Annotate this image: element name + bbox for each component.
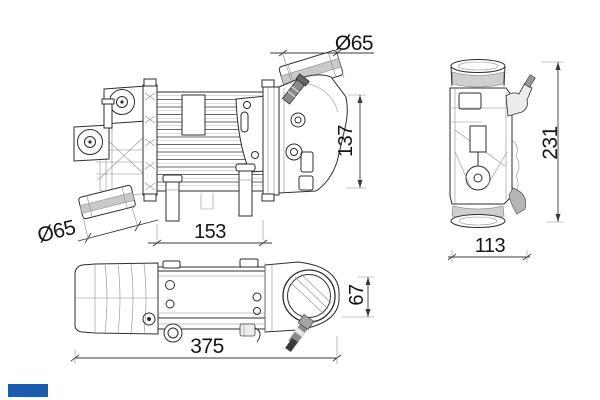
sensor-plug bbox=[285, 313, 315, 353]
bottom-view bbox=[74, 258, 340, 353]
core-header-right bbox=[261, 79, 280, 202]
dim-label-375: 375 bbox=[190, 335, 224, 358]
grommet bbox=[163, 323, 183, 343]
dim-height-67: 67 bbox=[342, 276, 374, 318]
dim-label-153: 153 bbox=[194, 221, 226, 243]
dim-height-137: 137 bbox=[335, 94, 366, 189]
brand-logo-bar bbox=[8, 384, 48, 397]
side-fitting-top bbox=[505, 74, 536, 117]
bottom-core bbox=[157, 258, 266, 330]
tank-top-fitting bbox=[281, 73, 310, 105]
dim-label-231: 231 bbox=[539, 126, 562, 160]
dim-height-231: 231 bbox=[539, 61, 564, 223]
dim-hose-diameter-top: Ø65 bbox=[270, 32, 374, 85]
dim-width-153: 153 bbox=[148, 220, 272, 247]
side-port-bottom bbox=[450, 205, 506, 228]
end-tank-right bbox=[278, 74, 348, 194]
dim-label-d65-bottom: Ø65 bbox=[35, 216, 78, 248]
front-pipe-stub-left bbox=[162, 174, 183, 222]
core-header-left bbox=[142, 78, 158, 202]
hose-connection-bottom bbox=[78, 184, 136, 220]
side-bracket-hook bbox=[508, 187, 527, 215]
dim-label-113: 113 bbox=[475, 235, 506, 257]
core-label-plate bbox=[181, 94, 206, 136]
dim-label-137: 137 bbox=[335, 125, 357, 157]
bottom-left-tank bbox=[74, 262, 159, 335]
bracket-pin bbox=[103, 101, 113, 129]
dim-depth-113: 113 bbox=[447, 235, 532, 263]
clamp-fitting bbox=[239, 323, 261, 343]
side-view bbox=[449, 59, 536, 228]
front-bracket-lower bbox=[73, 124, 110, 162]
dim-label-d65-top: Ø65 bbox=[335, 32, 373, 55]
front-view bbox=[73, 50, 348, 222]
core-mounting-plate bbox=[235, 95, 267, 173]
side-port-top bbox=[450, 59, 506, 88]
dim-label-67: 67 bbox=[346, 284, 368, 306]
dim-length-375: 375 bbox=[70, 335, 342, 364]
front-pipe-stub-right bbox=[235, 163, 256, 217]
